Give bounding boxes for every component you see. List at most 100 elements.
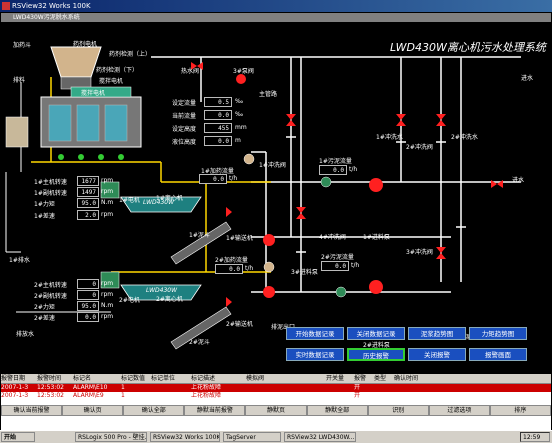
torque-trend-button[interactable]: 力矩趋势图 (469, 327, 527, 340)
label-water-inlet-2: 进水 (512, 177, 525, 184)
label-hopper-motor: 药剂电机 (73, 41, 98, 48)
silence-all-button[interactable]: 静默全部 (306, 405, 368, 416)
app-icon (2, 2, 10, 10)
alarm-col-ack-time: 确认时间 (394, 375, 419, 382)
alarm-cell-tag: ALARM\E9 (73, 392, 104, 399)
alarm-cell-time: 12:53:02 (37, 392, 64, 399)
realtime-data-log-button[interactable]: 实时数据记录 (286, 348, 344, 361)
c2-diff-speed-label: 2#差速 (34, 315, 55, 322)
sort-button[interactable]: 排序 (489, 405, 551, 416)
label-hopper-level-low: 药剂检测（下） (96, 67, 139, 74)
centrifuge-2-body (120, 284, 202, 301)
taskbar: 开始 RSLogix 500 Pro - 壁挂... RSView32 Work… (0, 430, 552, 443)
alarm-col-unit: 标记单位 (151, 375, 176, 382)
alarm-cell-value: 1 (121, 392, 125, 399)
process-diagram (5, 46, 521, 350)
c1-diff-speed-label: 1#差速 (34, 213, 55, 220)
c2-diff-speed-value: 0.0 (77, 312, 99, 322)
identify-button[interactable]: 识别 (367, 405, 429, 416)
flow1-value: 0.0 (199, 174, 227, 184)
c1-main-speed-label: 1#主机转速 (34, 179, 67, 186)
water-level-unit: m (235, 137, 241, 144)
alarm-col-value: 标记数值 (121, 375, 146, 382)
task-tagserver[interactable]: TagServer (223, 432, 281, 442)
silence-current-button[interactable]: 静默当前报警 (184, 405, 246, 416)
c2-aux-speed-value: 0 (77, 290, 99, 300)
c1-model-label: LWD430W (143, 199, 175, 206)
current-flow-unit: ‰ (235, 111, 244, 118)
hopper-shape (50, 46, 102, 78)
c1-main-speed-value: 1677 (77, 176, 99, 186)
label-drain2: 排放水 (16, 331, 35, 338)
ack-page-button[interactable]: 确认页 (62, 405, 124, 416)
alarm-screen-button[interactable]: 报警画面 (469, 348, 527, 361)
alarm-cell-date: 2007-1-3 (1, 392, 29, 399)
current-flow-label: 当前流量 (172, 113, 197, 120)
c1-main-speed-unit: rpm (101, 177, 114, 184)
alarm-col-desc: 标记描述 (191, 375, 216, 382)
alarm-col-alarm: 报警 (354, 375, 367, 382)
display-title-bar: LWD430W污泥脱水系统 (1, 13, 551, 22)
set-height-label: 设定高度 (172, 126, 197, 133)
alarm-cell-type (374, 384, 394, 392)
silence-page-button[interactable]: 静默页 (245, 405, 307, 416)
alarm-col-analog: 模拟阀 (246, 375, 265, 382)
label-flush2: 2#冲洗水 (451, 134, 478, 141)
label-conveyor2: 2#输送机 (226, 321, 253, 328)
label-centrifuge2: 2#离心机 (156, 296, 183, 303)
set-height-unit: mm (235, 124, 247, 131)
task-rslogix[interactable]: RSLogix 500 Pro - 壁挂... (75, 432, 147, 442)
task-rsview[interactable]: RSView32 Works 100K (150, 432, 220, 442)
alarm-row[interactable]: 2007-1-3 12:53:02 ALARM\E10 1 上花粉故障 开 (1, 384, 551, 392)
label-slurry1: 1#泥斗 (189, 232, 210, 239)
close-alarm-button[interactable]: 关闭报警 (408, 348, 466, 361)
c1-aux-speed-label: 1#副机转速 (34, 190, 67, 197)
alarm-button-bar: 确认当前报警 确认页 确认全部 静默当前报警 静默页 静默全部 识别 过滤选项 … (1, 405, 551, 416)
label-pump-wash4: 4#冲洗阀 (319, 234, 346, 241)
label-pump-feed2: 2#进料泵 (363, 342, 390, 349)
history-alarm-button[interactable]: 历史报警 (347, 348, 405, 361)
slurry-trend-button[interactable]: 泥浆趋势图 (408, 327, 466, 340)
current-flow-value: 0.0 (204, 110, 232, 120)
label-feed-hopper: 加药斗 (13, 42, 32, 49)
label-motor2: 2#电机 (119, 297, 140, 304)
ack-current-alarm-button[interactable]: 确认当前报警 (1, 405, 63, 416)
label-centrifuge1: 1#离心机 (156, 195, 183, 202)
alarm-row[interactable]: 2007-1-3 12:53:02 ALARM\E9 1 上花粉故障 开 (1, 392, 551, 400)
label-agitator: 搅拌电机 (81, 90, 106, 97)
process-display: LWD430W离心机污水处理系统 加药斗 药剂电机 药剂检测（上） 药剂检测（下… (1, 22, 551, 374)
label-drain1: 1#排水 (9, 257, 30, 264)
flow2-unit: t/h (245, 265, 254, 272)
alarm-cell-date: 2007-1-3 (1, 384, 29, 391)
alarm-cell-ack (394, 384, 454, 392)
label-water-inlet: 进水 (521, 75, 534, 82)
ack-all-button[interactable]: 确认全部 (123, 405, 185, 416)
set-height-value[interactable]: 455 (204, 123, 232, 133)
label-conveyor1: 1#输送机 (226, 235, 253, 242)
page-title: LWD430W离心机污水处理系统 (390, 41, 546, 54)
flow2-value: 0.0 (215, 264, 243, 274)
label-hot-valve: 热水阀 (181, 68, 200, 75)
control-cabinet (5, 116, 29, 148)
alarm-cell-ack (394, 392, 454, 400)
task-rsview-display[interactable]: RSView32 LWD430W... (284, 432, 356, 442)
alarm-col-tag: 标记名 (73, 375, 92, 382)
label-pump-feed3: 3#进料泵 (291, 269, 318, 276)
flow4-unit: t/h (351, 262, 360, 269)
start-data-log-button[interactable]: 开始数据记录 (286, 327, 344, 340)
filter-button[interactable]: 过滤选项 (428, 405, 490, 416)
c1-aux-speed-unit: rpm (101, 188, 114, 195)
label-pump3: 3#泵阀 (233, 68, 254, 75)
start-button[interactable]: 开始 (1, 432, 35, 442)
set-flow-value[interactable]: 0.5 (204, 97, 232, 107)
alarm-cell-time: 12:53:02 (37, 384, 64, 391)
c1-diff-speed-value: 2.0 (77, 210, 99, 220)
flow4-label: 2#污泥流量 (321, 254, 354, 261)
label-mixer-motor: 搅拌电机 (99, 78, 124, 85)
label-main-pipe: 主管路 (259, 91, 278, 98)
c2-main-speed-value: 0 (77, 279, 99, 289)
label-pump-wash1: 1#冲洗阀 (259, 162, 286, 169)
stop-data-log-button[interactable]: 关闭数据记录 (347, 327, 405, 340)
c2-torque-unit: N.m (101, 302, 114, 309)
c1-torque-unit: N.m (101, 199, 114, 206)
